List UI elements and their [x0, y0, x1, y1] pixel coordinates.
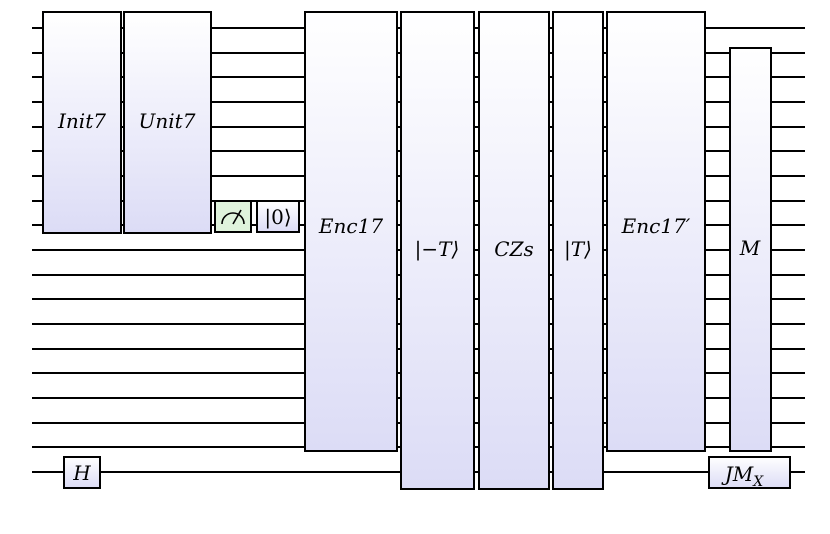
measurement-meter-icon — [214, 200, 252, 233]
reset-ket0-gate: |0⟩ — [256, 200, 300, 233]
unit7-gate-label: Unit7 — [139, 109, 196, 133]
enc17-prime-gate: Enc17′ — [606, 11, 706, 452]
czs-gate-label: CZs — [494, 237, 533, 261]
reset-ket0-label: |0⟩ — [264, 205, 291, 230]
minus-t-state-label: |−T⟩ — [415, 237, 460, 262]
t-state-gate: |T⟩ — [552, 11, 604, 490]
measure-m-label: M — [739, 236, 761, 260]
t-state-label: |T⟩ — [564, 237, 592, 262]
hadamard-gate: H — [63, 456, 101, 489]
enc17-gate-label: Enc17 — [318, 214, 383, 238]
jmx-label: JMX — [721, 462, 765, 490]
enc17-prime-gate-label: Enc17′ — [621, 214, 691, 238]
measure-m-gate: M — [729, 47, 772, 452]
czs-gate: CZs — [478, 11, 550, 490]
init7-gate-label: Init7 — [57, 109, 106, 133]
unit7-gate: Unit7 — [123, 11, 212, 234]
hadamard-label: H — [72, 461, 91, 485]
enc17-gate: Enc17 — [304, 11, 398, 452]
init7-gate: Init7 — [42, 11, 122, 234]
minus-t-state-gate: |−T⟩ — [400, 11, 475, 490]
jmx-gate: JMX — [708, 456, 791, 490]
